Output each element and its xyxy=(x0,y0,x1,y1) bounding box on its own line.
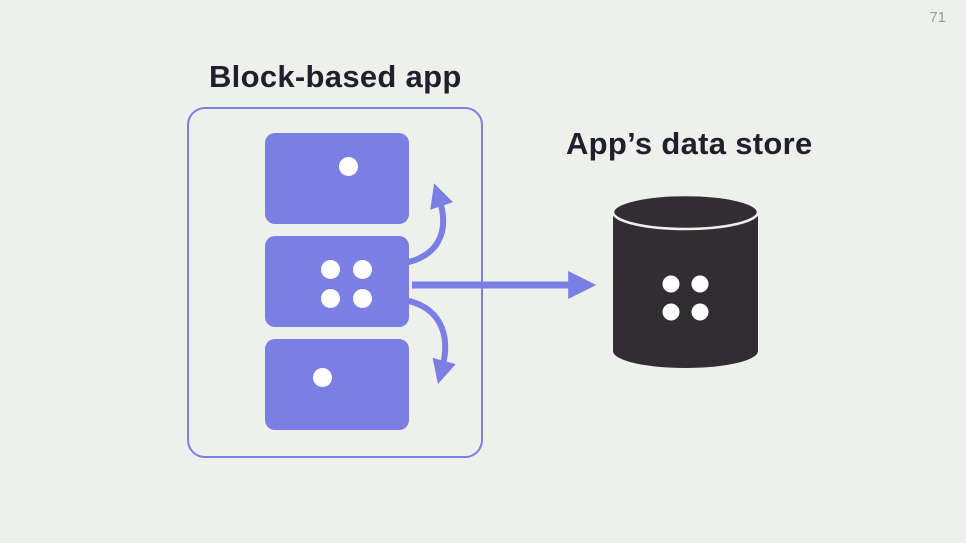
dot-icon xyxy=(321,289,340,308)
dot-icon xyxy=(339,157,358,176)
block-1 xyxy=(265,133,409,224)
block-2 xyxy=(265,236,409,327)
dot-icon xyxy=(353,289,372,308)
datastore-label: App’s data store xyxy=(566,126,813,161)
dot-icon xyxy=(662,303,680,321)
dot-icon xyxy=(691,303,709,321)
dot-icon xyxy=(353,260,372,279)
dot-icon xyxy=(321,260,340,279)
page-number: 71 xyxy=(929,9,946,26)
database-icon xyxy=(611,193,760,368)
dot-icon xyxy=(662,275,680,293)
block-3 xyxy=(265,339,409,430)
dot-icon xyxy=(313,368,332,387)
block-app-label: Block-based app xyxy=(209,59,462,94)
dot-icon xyxy=(691,275,709,293)
